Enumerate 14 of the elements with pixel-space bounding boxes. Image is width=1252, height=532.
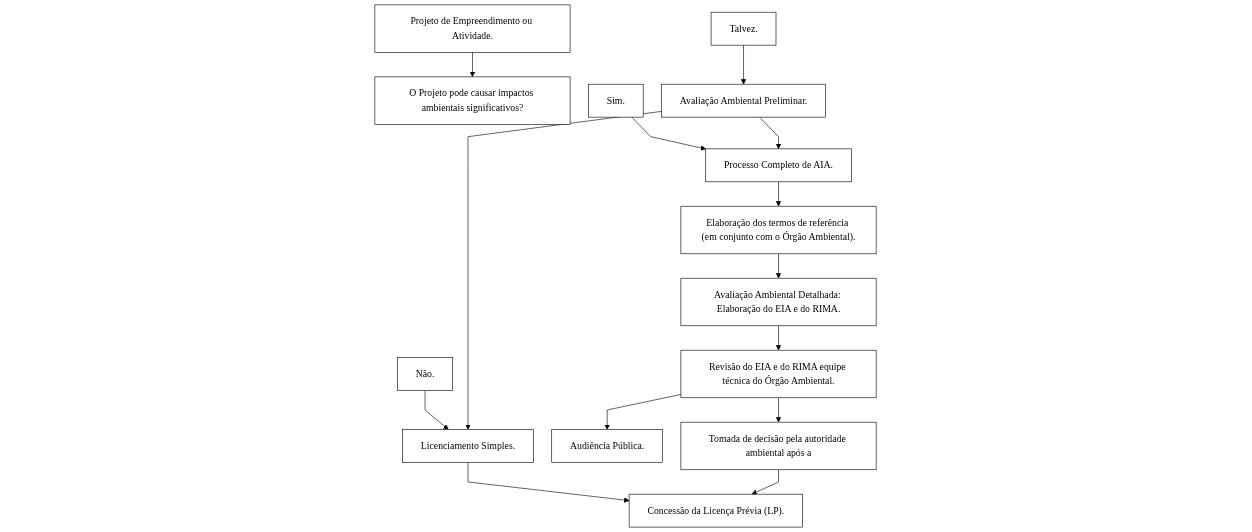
node-box: Licenciamento Simples.: [402, 429, 535, 463]
node-box: O Projeto pode causar impactos ambientais significativos?: [375, 76, 571, 125]
node-box: Talvez.: [711, 11, 777, 46]
node-box: Processo Completo de AIA.: [705, 148, 853, 183]
node-box: Tomada de decisão pela autoridade ambiental após a: [681, 421, 877, 471]
node-box: Sim.: [588, 83, 644, 118]
node-box: Revisão do EIA e do RIMA equipe técnica do Órgão Ambiental.: [681, 349, 877, 399]
node-box: Avaliação Ambiental Preliminar.: [661, 83, 827, 118]
node-box: Concessão da Licença Prévia (LP).: [629, 493, 804, 528]
node-box: Não.: [397, 357, 454, 391]
node-box: Avaliação Ambiental Detalhada: Elaboração do EIA e do RIMA.: [681, 277, 877, 327]
node-box: Elaboração dos termos de referência (em conjunto com o Órgão Ambiental).: [681, 205, 877, 255]
node-box: Projeto de Empreendimento ou Atividade.: [375, 4, 571, 53]
node-box: Audiência Pública.: [551, 429, 664, 463]
